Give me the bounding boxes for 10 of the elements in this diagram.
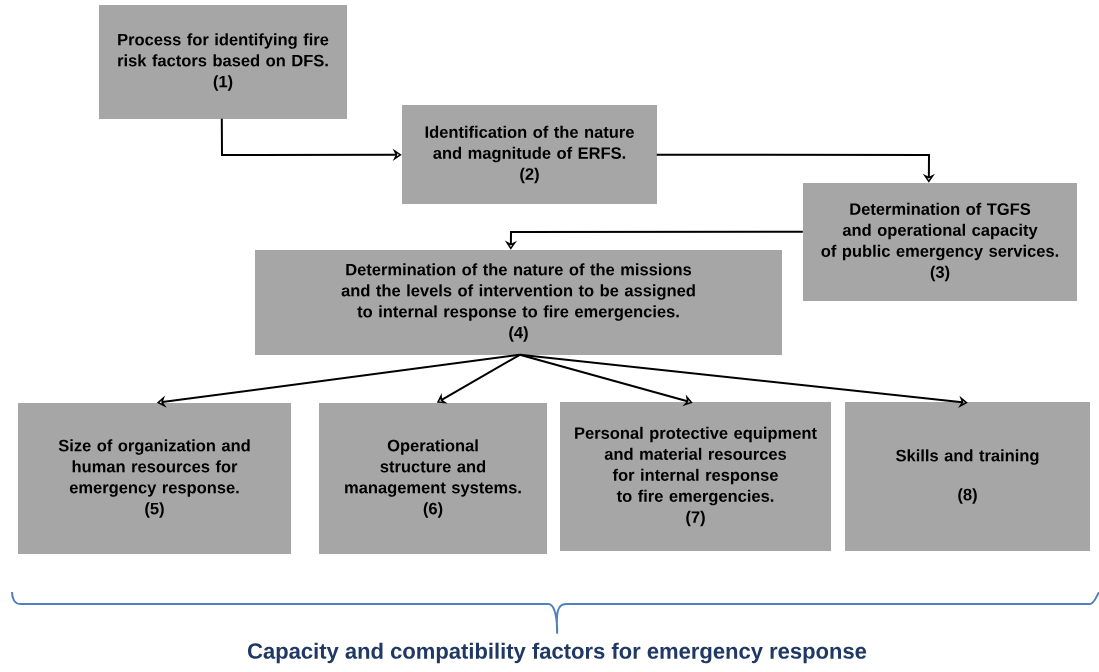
process-box: Size of organization and human resources for emergency response. (5) bbox=[18, 403, 291, 554]
arrow bbox=[655, 153, 935, 183]
process-box: Operational structure and management systems. (6) bbox=[319, 403, 547, 554]
process-box: Skills and training (8) bbox=[845, 402, 1090, 551]
process-box: Process for identifying fire risk factors based on DFS. (1) bbox=[99, 5, 347, 119]
process-box: Determination of TGFS and operational capacity of public emergency services. (3) bbox=[803, 183, 1077, 301]
caption: Capacity and compatibility factors for emergency response bbox=[248, 642, 867, 664]
process-box: Identification of the nature and magnitude of ERFS. (2) bbox=[402, 105, 657, 204]
process-box: Personal protective equipment and material resources for internal response to fire emergencies. (7) bbox=[560, 402, 831, 551]
process-box: Determination of the nature of the missions and the levels of intervention to be assigned to internal response to fire emergencies. (4) bbox=[255, 250, 782, 355]
